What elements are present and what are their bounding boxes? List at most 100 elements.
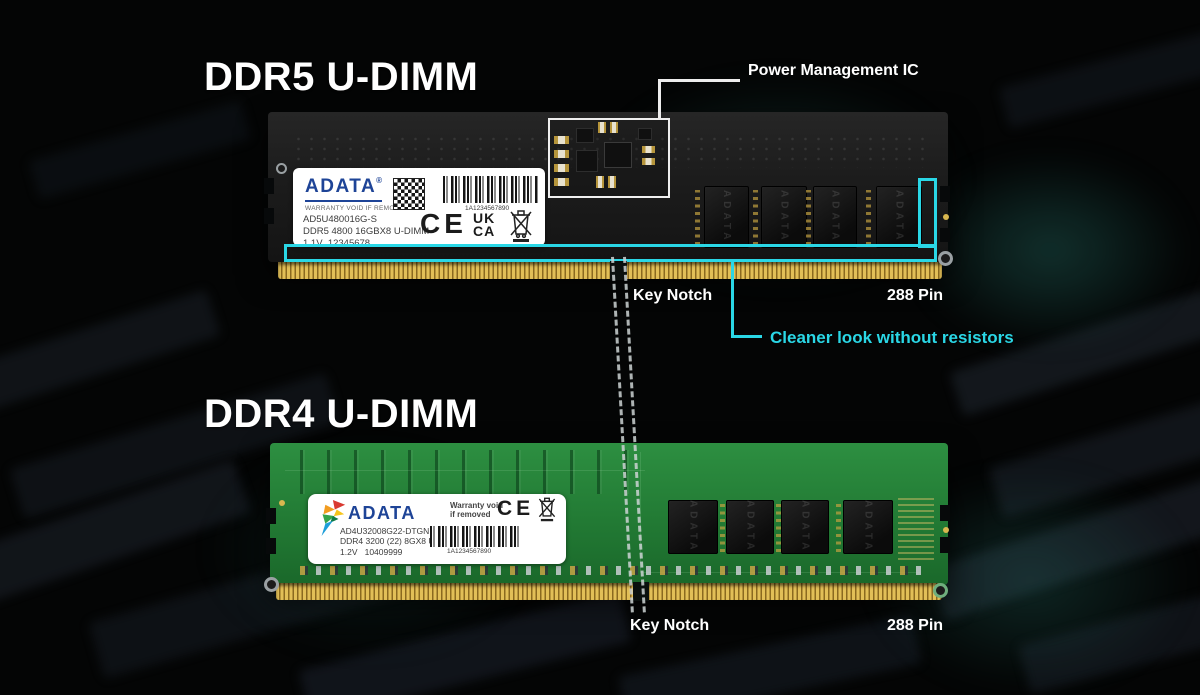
pmic-capacitor: [554, 136, 569, 144]
solder-pad-column: [776, 504, 781, 552]
pmic-capacitor: [554, 150, 569, 158]
voltage: 1.2V: [340, 547, 358, 557]
pmic-capacitor: [554, 164, 569, 172]
ddr4-dram-chip: ADATA: [726, 500, 774, 554]
ddr4-product-label: ADATA AD4U32008G22-DTGN DDR4 3200 (22) 8…: [308, 494, 566, 564]
pmic-capacitor: [596, 176, 604, 188]
pmic-capacitor: [642, 146, 655, 153]
ddr5-heading: DDR5 U-DIMM: [204, 55, 479, 99]
pmic-main-ic: [604, 142, 632, 168]
cleaner-look-text: Cleaner look without resistors: [770, 328, 1014, 347]
background-shape: [0, 289, 221, 419]
pmic-leader-line-vertical: [658, 79, 661, 120]
pmic-capacitor: [554, 178, 569, 186]
ddr5-dram-chip: ADATA: [761, 186, 807, 248]
voltage: 1.1V: [303, 238, 323, 249]
ddr4-dram-chip: ADATA: [843, 500, 893, 554]
cleaner-leader-line-vertical: [731, 262, 734, 338]
ddr4-dram-chip: ADATA: [781, 500, 829, 554]
pmic-capacitor: [608, 176, 616, 188]
pmic-capacitor: [642, 158, 655, 165]
ddr5-screw-hole-left: [276, 163, 287, 174]
adata-bird-logo: [314, 498, 348, 538]
pmic-component: [576, 128, 594, 143]
ddr4-trace-bundle: [898, 498, 934, 560]
chip-marking: ADATA: [829, 190, 841, 244]
ddr4-right-notch: [940, 537, 950, 553]
chip-marking: ADATA: [862, 500, 874, 554]
ddr5-right-notch: [940, 228, 950, 242]
pmic-leader-line-horizontal: [658, 79, 740, 82]
solder-pad-column: [720, 504, 725, 552]
pmic-capacitor: [598, 122, 606, 133]
registered-mark: ®: [376, 176, 383, 185]
cleaner-leader-line-horizontal: [731, 335, 762, 338]
ukca-mark: UK CA: [473, 210, 496, 239]
pmic-component: [576, 150, 598, 172]
clean-area-highlight-right: [918, 178, 937, 248]
pmic-capacitor: [610, 122, 618, 133]
weee-bin-icon: [507, 208, 535, 242]
ddr4-circuit-trace: [285, 470, 645, 471]
ce-mark: CE: [497, 497, 535, 520]
barcode-number: 1A1234567890: [465, 205, 510, 212]
barcode-icon: [443, 176, 539, 203]
chip-marking: ADATA: [893, 190, 905, 244]
adata-wordmark: ADATA: [305, 176, 377, 197]
pmic-callout-text: Power Management IC: [748, 62, 919, 79]
solder-pad-column: [753, 190, 758, 245]
voltage-serial: 1.1V 12345678: [303, 238, 370, 249]
background-shape: [28, 100, 252, 200]
spec-line: DDR4 3200 (22) 8GX8 U-DIMM: [340, 536, 460, 546]
part-number: AD5U480016G-S: [303, 214, 377, 225]
ddr5-dram-chip: ADATA: [704, 186, 749, 248]
warranty-line2: if removed: [450, 510, 491, 519]
serial-number: 10409999: [364, 547, 403, 557]
warranty-line1: Warranty void: [450, 501, 504, 510]
chip-marking: ADATA: [687, 500, 699, 554]
ddr4-mount-pad: [943, 527, 949, 533]
ddr5-dram-chip: ADATA: [876, 186, 922, 248]
voltage-serial: 1.2V 10409999: [340, 547, 402, 557]
chip-marking: ADATA: [778, 190, 790, 244]
solder-pad-column: [695, 190, 700, 245]
ddr5-dram-chip: ADATA: [813, 186, 857, 248]
warranty-text: WARRANTY VOID IF REMOVED: [305, 205, 409, 212]
ddr4-key-notch-gap: [633, 582, 649, 601]
ddr4-screw-hole-right: [933, 583, 948, 598]
ce-mark: CE: [420, 208, 467, 239]
ddr5-left-notch: [264, 178, 274, 194]
weee-bin-icon: [537, 496, 557, 522]
ddr4-pad-slots-texture: [300, 450, 650, 494]
solder-pad-column: [836, 504, 841, 552]
ddr5-mount-pad: [943, 214, 949, 220]
ddr5-right-notch: [940, 186, 950, 202]
ddr5-screw-hole-right: [938, 251, 953, 266]
ddr5-key-notch-text: Key Notch: [633, 287, 713, 304]
adata-wordmark: ADATA: [348, 503, 416, 523]
adata-logo: ADATA®: [305, 176, 383, 202]
ddr4-gold-pins: [276, 583, 942, 600]
ddr4-heading: DDR4 U-DIMM: [204, 392, 479, 436]
serial-number: 12345678: [327, 238, 371, 249]
ddr4-pin-count-text: 288 Pin: [887, 617, 944, 634]
ddr5-left-notch: [264, 208, 274, 224]
qr-code-icon: [393, 178, 425, 210]
ukca-uk: UK: [473, 210, 496, 226]
solder-pad-column: [866, 190, 871, 245]
barcode-icon: [430, 526, 520, 547]
ddr5-pin-count-text: 288 Pin: [887, 287, 944, 304]
part-number: AD4U32008G22-DTGN: [340, 526, 430, 536]
ddr4-key-notch-text: Key Notch: [630, 617, 710, 634]
ddr4-resistor-row: [300, 566, 922, 575]
ddr4-right-notch: [940, 505, 950, 521]
clean-area-highlight-band: [284, 244, 937, 262]
solder-pad-column: [806, 190, 811, 245]
warranty-text: Warranty void if removed: [450, 501, 503, 519]
chip-marking: ADATA: [799, 500, 811, 554]
ddr4-circuit-trace: [640, 452, 641, 572]
ukca-ca: CA: [473, 223, 496, 239]
ddr5-key-notch-gap: [610, 261, 627, 280]
spec-line: DDR5 4800 16GBX8 U-DIMM: [303, 226, 430, 237]
